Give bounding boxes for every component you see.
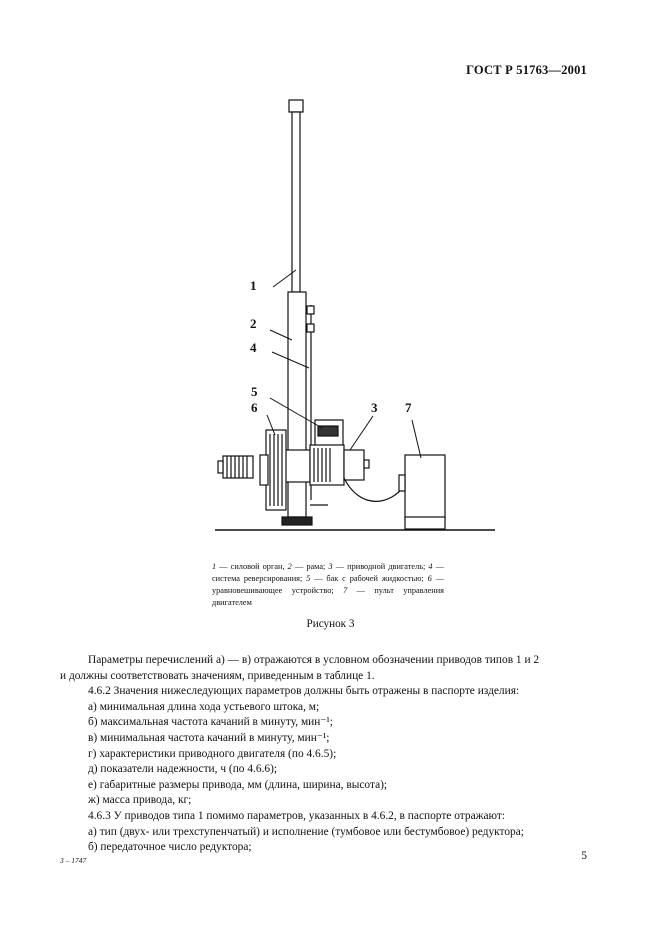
list-item: д) показатели надежности, ч (по 4.6.6); (88, 763, 278, 776)
list-item: а) тип (двух- или трехступенчатый) и исп… (88, 825, 524, 838)
callout-4: 4 (250, 340, 257, 355)
control-console (404, 454, 446, 521)
page-number: 5 (581, 850, 587, 862)
callout-3: 3 (371, 400, 378, 415)
caption-item: 6 — уравновешивающее устройство; (212, 574, 444, 595)
figure-caption: 1 — силовой орган, 2 — рама; 3 — приводн… (212, 561, 444, 609)
paragraph: и должны соответствовать значениям, прив… (60, 669, 375, 682)
callout-1: 1 (250, 278, 257, 293)
drive-motor (309, 444, 345, 486)
list-item: б) передаточное число редуктора; (88, 841, 252, 854)
list-item: г) характеристики приводного двигателя (… (88, 747, 337, 760)
counterweight-device (265, 429, 287, 511)
caption-item: 7 — пульт управления двигателем (212, 586, 444, 607)
paragraph: 4.6.3 У приводов типа 1 помимо параметро… (88, 809, 506, 822)
document-id: ГОСТ Р 51763—2001 (466, 63, 587, 77)
list-item: б) максимальная частота качаний в минуту… (88, 716, 333, 729)
callout-5: 5 (251, 384, 258, 399)
paragraph: 4.6.2 Значения нижеследующих параметров … (88, 685, 520, 698)
list-item: ж) масса привода, кг; (88, 794, 192, 807)
paragraph: Параметры перечислений а) — в) отражаютс… (88, 654, 540, 666)
caption-item: 3 — приводной двигатель; (328, 562, 429, 571)
rod-cap (288, 99, 304, 113)
pump-drive-figure: 1 2 4 5 6 3 7 (215, 99, 495, 531)
print-mark: 3 – 1747 (60, 856, 87, 865)
frame-column (287, 291, 307, 518)
caption-item: 1 — силовой орган, (212, 562, 288, 571)
body-text: Параметры перечислений а) — в) отражаютс… (60, 653, 585, 856)
callout-7: 7 (405, 400, 412, 415)
figure-title: Рисунок 3 (306, 618, 355, 630)
callout-2: 2 (250, 316, 257, 331)
caption-item: 4 — система реверсирования; (212, 562, 444, 583)
callout-6: 6 (251, 400, 258, 415)
power-rod (291, 111, 301, 293)
list-item: а) минимальная длина хода устьевого шток… (88, 700, 320, 713)
list-item: е) габаритные размеры привода, мм (длина… (88, 778, 388, 791)
caption-item: 2 — рама; (287, 562, 329, 571)
caption-item: 5 — бак с рабочей жидкостью; (306, 574, 428, 583)
list-item: в) минимальная частота качаний в минуту,… (88, 731, 330, 744)
